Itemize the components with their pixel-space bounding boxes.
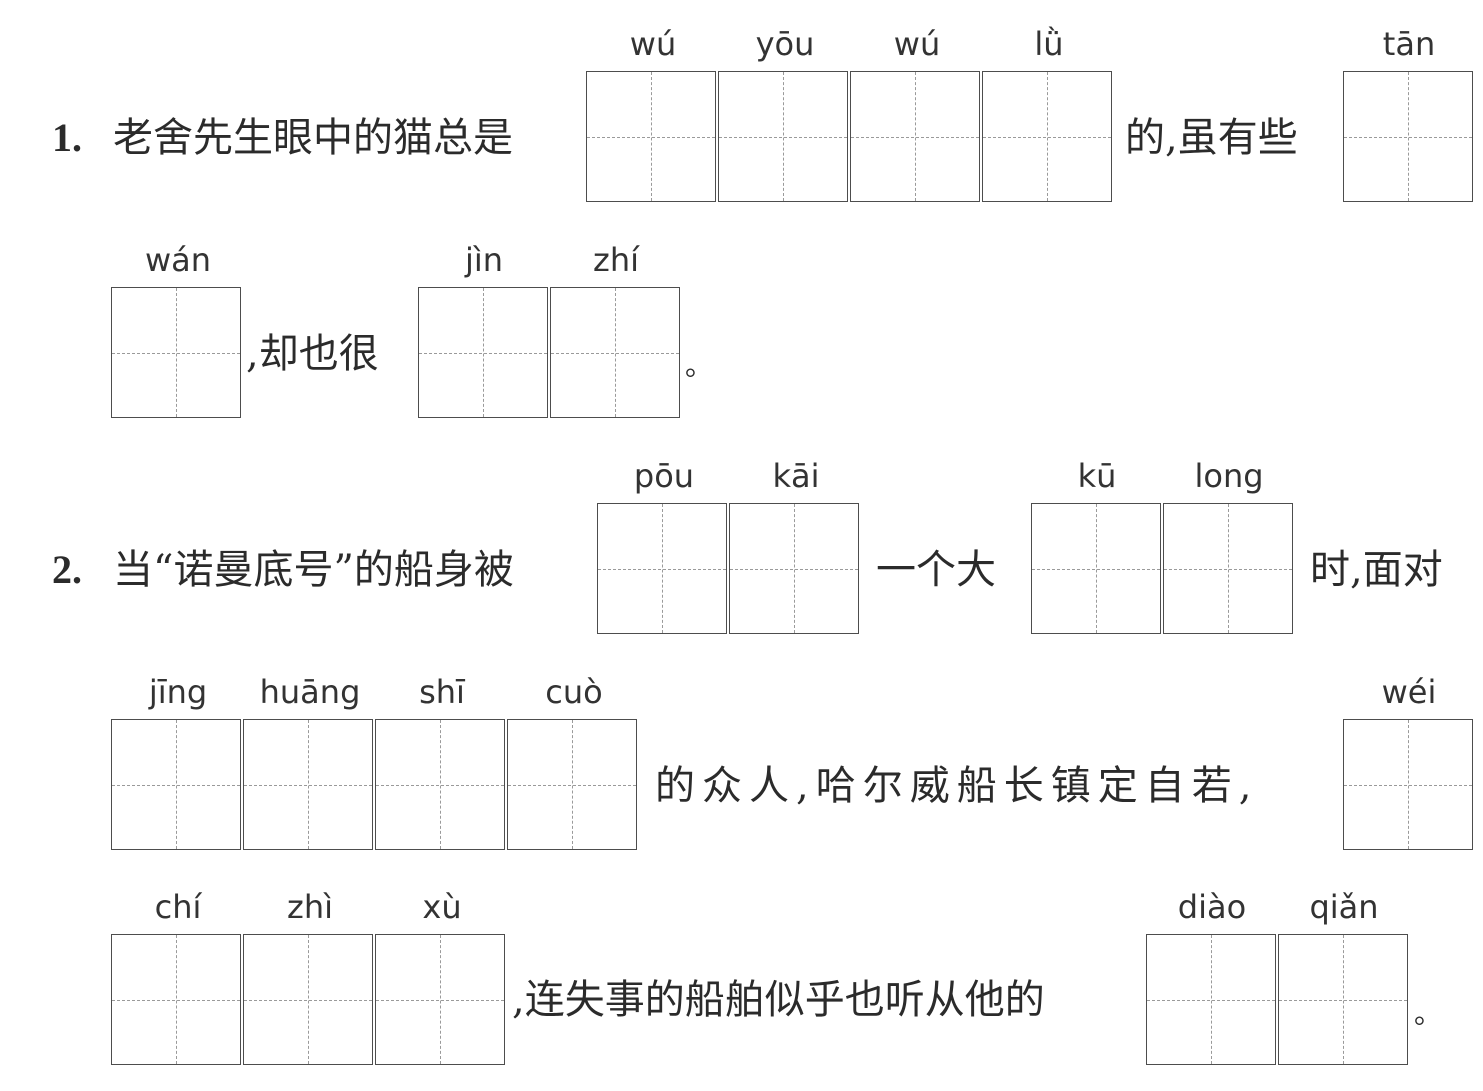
pinyin-label: pōu — [633, 457, 695, 495]
answer-box[interactable] — [850, 71, 980, 202]
pinyin-label: wéi — [1381, 673, 1437, 711]
pinyin-label: zhì — [287, 888, 333, 926]
pinyin-label: cuò — [545, 673, 603, 711]
question-2-text-line2: 的众人,哈尔威船长镇定自若, — [655, 763, 1259, 809]
pinyin-label: kū — [1077, 457, 1117, 495]
pinyin-label: huāng — [259, 673, 361, 711]
answer-box[interactable] — [375, 934, 505, 1065]
answer-box[interactable] — [597, 503, 727, 634]
pinyin-label: long — [1194, 457, 1264, 495]
pinyin-label: diào — [1177, 888, 1247, 926]
answer-box[interactable] — [1031, 503, 1161, 634]
answer-box[interactable] — [111, 934, 241, 1065]
question-2-text-line3: ,连失事的船舶似乎也听从他的 — [512, 977, 1045, 1023]
question-1-text-line2: ,却也很 — [246, 331, 379, 377]
pinyin-label: xù — [422, 888, 462, 926]
question-2-text-before: 当“诺曼底号”的船身被 — [113, 547, 514, 593]
answer-box[interactable] — [586, 71, 716, 202]
question-1-end-period: 。 — [685, 349, 714, 382]
answer-box[interactable] — [982, 71, 1112, 202]
pinyin-label: qiǎn — [1309, 888, 1379, 926]
question-2-number: 2. — [52, 547, 82, 592]
question-2-end-period: 。 — [1414, 997, 1443, 1030]
pinyin-label: wán — [144, 241, 212, 279]
answer-box[interactable] — [1278, 934, 1408, 1065]
answer-box[interactable] — [507, 719, 637, 850]
pinyin-label: shī — [419, 673, 465, 711]
answer-box[interactable] — [418, 287, 548, 418]
answer-box[interactable] — [729, 503, 859, 634]
pinyin-label: lǜ — [1034, 25, 1064, 63]
answer-box[interactable] — [243, 934, 373, 1065]
answer-box[interactable] — [1163, 503, 1293, 634]
question-1-number: 1. — [52, 115, 82, 160]
answer-box[interactable] — [375, 719, 505, 850]
answer-box[interactable] — [111, 719, 241, 850]
pinyin-label: zhí — [593, 241, 639, 279]
question-1-text-before: 老舍先生眼中的猫总是 — [113, 115, 513, 161]
pinyin-label: wú — [629, 25, 677, 63]
pinyin-label: kāi — [772, 457, 820, 495]
question-2-text-mid1: 一个大 — [876, 547, 996, 593]
answer-box[interactable] — [243, 719, 373, 850]
pinyin-label: tān — [1382, 25, 1436, 63]
question-2-text-mid2: 时,面对 — [1310, 547, 1443, 593]
pinyin-label: jīng — [148, 673, 208, 711]
answer-box[interactable] — [1343, 71, 1473, 202]
pinyin-label: yōu — [755, 25, 815, 63]
answer-box[interactable] — [718, 71, 848, 202]
answer-box[interactable] — [1146, 934, 1276, 1065]
answer-box[interactable] — [111, 287, 241, 418]
answer-box[interactable] — [1343, 719, 1473, 850]
pinyin-label: chí — [154, 888, 202, 926]
question-1-text-middle: 的,虽有些 — [1125, 115, 1298, 161]
pinyin-label: wú — [893, 25, 941, 63]
answer-box[interactable] — [550, 287, 680, 418]
pinyin-label: jìn — [464, 241, 504, 279]
